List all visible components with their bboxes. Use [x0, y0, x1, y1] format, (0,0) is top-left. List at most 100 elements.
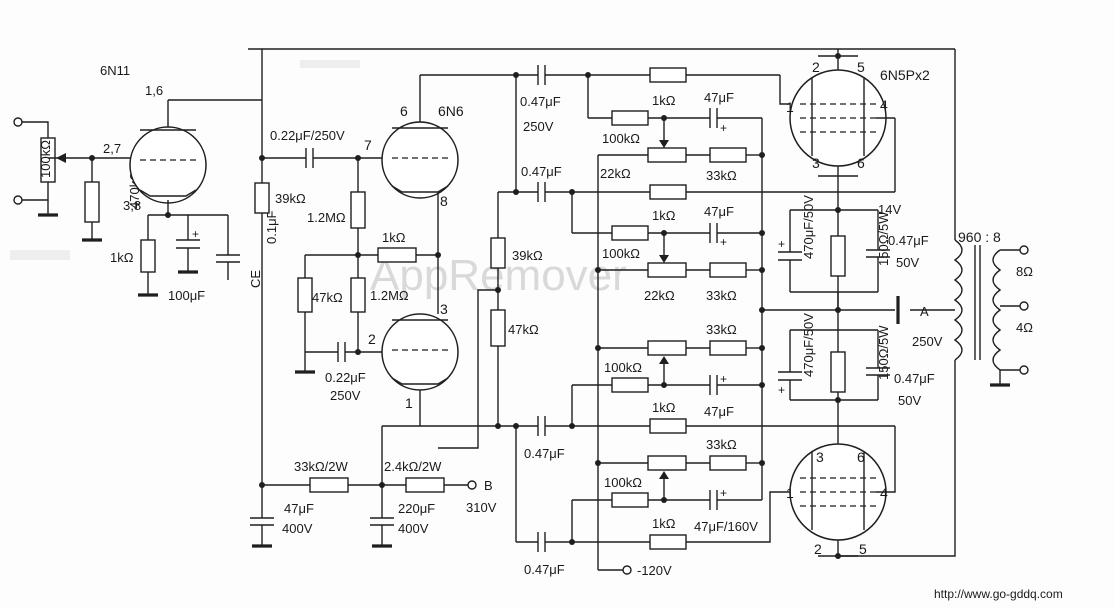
v1-name: 6N11: [100, 63, 130, 78]
v50-1-label: 50V: [896, 255, 919, 270]
out-tube-name: 6N5Px2: [880, 67, 930, 83]
plus-sign: +: [192, 227, 199, 241]
c047-a-label: 0.47μF: [520, 94, 561, 109]
v50-2-label: 50V: [898, 393, 921, 408]
r100k-3-label: 100kΩ: [604, 360, 642, 375]
point-a-label: A: [920, 304, 929, 319]
c220-400-label: 220μF: [398, 501, 435, 516]
r47k-a-label: 47kΩ: [312, 290, 343, 305]
r12M-b-label: 1.2MΩ: [370, 288, 409, 303]
output-4ohm-terminal: [1019, 301, 1029, 311]
dropping-resistor-2-4k-2w: [405, 477, 445, 493]
tube-cathode: [391, 377, 449, 385]
bias-pot-22k-2: [647, 262, 687, 278]
pot-wiper-arrow: [659, 140, 669, 148]
bias-resistor-33k-1: [709, 147, 747, 163]
output-common-terminal: [1019, 365, 1029, 375]
o2-pin-tr: 6: [857, 449, 865, 465]
junction-dot: [759, 460, 765, 466]
grid-stopper-1k-1: [649, 67, 687, 83]
c047-d-label: 0.47μF: [524, 562, 565, 577]
transformer-primary-coil: [953, 239, 963, 361]
bias-pot-4: [647, 455, 687, 471]
resistor-47k-a: [297, 277, 313, 313]
r150-2-label: 150Ω/5W: [876, 325, 891, 380]
bias-resistor-33k-3: [709, 340, 747, 356]
ce-label: CE: [248, 270, 263, 288]
tap-8-label: 8Ω: [1016, 264, 1033, 279]
o1-pin-l: 1: [786, 99, 794, 115]
c047-50-1-label: 0.47μF: [888, 233, 929, 248]
plate-resistor-39k: [254, 182, 270, 214]
scan-noise: [10, 250, 70, 260]
o1-pin-tl: 2: [812, 59, 820, 75]
plus-sign: +: [720, 235, 727, 249]
transformer-secondary-coil: [992, 249, 1002, 371]
r1k-3-label: 1kΩ: [652, 400, 676, 415]
wire: [686, 491, 790, 543]
grid-stopper-1k-2: [649, 184, 687, 200]
r33k-2w-label: 33kΩ/2W: [294, 459, 349, 474]
neg-bias-terminal: [622, 565, 632, 575]
r1k-4-label: 1kΩ: [652, 516, 676, 531]
wire: [22, 182, 49, 201]
o1-pin-br: 6: [857, 155, 865, 171]
c047-b-label: 0.47μF: [521, 164, 562, 179]
grid-leak-100k-2: [611, 225, 649, 241]
bias-resistor-33k-2: [709, 262, 747, 278]
v3-pin-grid: 2: [368, 331, 376, 347]
r1k-cathode-label: 1kΩ: [110, 250, 134, 265]
o2-pin-tl: 3: [816, 449, 824, 465]
grid-resistor-1-2M-b: [350, 277, 366, 313]
c47-160-label: 47μF/160V: [694, 519, 758, 534]
c470-1-label: 470μF/50V: [801, 195, 816, 259]
junction-dot: [595, 267, 601, 273]
grid-leak-100k-4: [611, 492, 649, 508]
wire: [838, 360, 956, 557]
footer-url: http://www.go-gddq.com: [934, 587, 1063, 601]
v2-pin-top: 6: [400, 103, 408, 119]
r47k-b-label: 47kΩ: [508, 322, 539, 337]
v2-pin-grid: 7: [364, 137, 372, 153]
v3-pin-cathode: 1: [405, 395, 413, 411]
r39k-b-label: 39kΩ: [512, 248, 543, 263]
pot-wiper-arrow: [56, 153, 66, 163]
c022-250-label: 0.22μF/250V: [270, 128, 345, 143]
tap-4-label: 4Ω: [1016, 320, 1033, 335]
plus-sign: +: [720, 121, 727, 135]
c47-3-label: 47μF: [704, 404, 734, 419]
o1-pin-bl: 3: [812, 155, 820, 171]
v1-pins-bottom: 3,8: [123, 198, 141, 213]
v250-b-label: 250V: [523, 119, 554, 134]
c022-b-label: 0.22μF: [325, 370, 366, 385]
junction-dot: [759, 230, 765, 236]
pot-wiper-arrow: [659, 255, 669, 263]
v250-c-label: 250V: [912, 334, 943, 349]
v14-label: 14V: [878, 202, 901, 217]
r22k-1-label: 22kΩ: [600, 166, 631, 181]
c047-50-2-label: 0.47μF: [894, 371, 935, 386]
v3-pin-top: 3: [440, 301, 448, 317]
o2-pin-l: 1: [786, 485, 794, 501]
cathode-resistor-150-1: [830, 235, 846, 277]
c47-2-label: 47μF: [704, 204, 734, 219]
pot-label: 100kΩ: [38, 140, 53, 178]
tube-cathode: [391, 185, 449, 193]
v2-name: 6N6: [438, 103, 464, 119]
r150-1-label: 150Ω/5W: [876, 211, 891, 266]
junction-dot: [759, 152, 765, 158]
r1k-b-label: 1kΩ: [382, 230, 406, 245]
supply-b-terminal: [467, 480, 477, 490]
grid-resistor-470k: [84, 181, 100, 223]
pot-wiper-arrow: [659, 356, 669, 364]
resistor-39k-b: [490, 237, 506, 269]
plus-sign: +: [720, 372, 727, 386]
v310-label: 310V: [466, 500, 497, 515]
resistor-47k-b: [490, 309, 506, 347]
grid-leak-100k-1: [611, 110, 649, 126]
point-b-label: B: [484, 478, 493, 493]
input-terminal-ground: [13, 195, 23, 205]
o1-pin-r: 4: [880, 97, 888, 113]
r12M-a-label: 1.2MΩ: [307, 210, 346, 225]
